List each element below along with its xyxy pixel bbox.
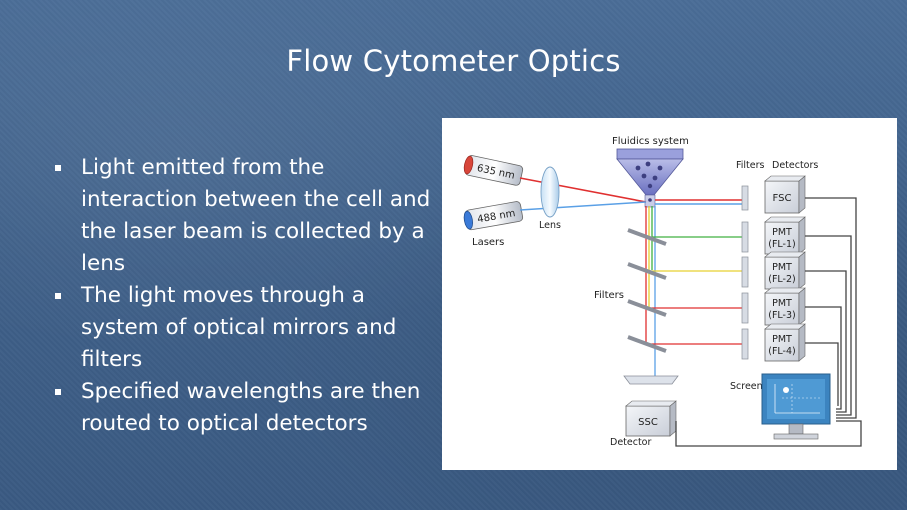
filter-icon (741, 185, 749, 211)
detector-fl4-sublabel: (FL-4) (768, 346, 795, 357)
bullet-square-icon (55, 389, 61, 395)
lens-label: Lens (539, 220, 561, 231)
detector-fl4: PMT (FL-4) (764, 323, 806, 362)
bullet-item: Light emitted from the interaction betwe… (53, 152, 443, 280)
filter-icon (741, 256, 749, 288)
detector-ssc: SSC (625, 400, 677, 437)
ssc-filter-icon (623, 375, 679, 385)
detector-fl3-label: PMT (772, 298, 792, 309)
filters-left-label: Filters (594, 290, 624, 301)
filters-top-label: Filters (736, 160, 765, 171)
optics-diagram-svg: Fluidics system Filters Detectors Lasers… (463, 136, 862, 448)
filter-icon (741, 328, 749, 360)
blue-laser-beam (519, 201, 647, 211)
slide-title: Flow Cytometer Optics (286, 44, 621, 78)
detector-label: Detector (610, 437, 651, 448)
bullet-text: Specified wavelengths are then routed to… (81, 379, 421, 436)
mirror-icon (627, 299, 667, 317)
dichroic-mirrors (627, 228, 667, 353)
bullet-list: Light emitted from the interaction betwe… (53, 152, 443, 440)
screen-label: Screen (730, 381, 763, 392)
detector-fl3: PMT (FL-3) (764, 287, 806, 326)
bullet-text: Light emitted from the interaction betwe… (81, 155, 431, 276)
detector-fl1-sublabel: (FL-1) (768, 239, 795, 250)
detector-ssc-label: SSC (638, 417, 658, 428)
detector-fsc: FSC (764, 175, 806, 214)
optics-diagram: Fluidics system Filters Detectors Lasers… (442, 118, 897, 470)
bullet-item: Specified wavelengths are then routed to… (53, 376, 443, 440)
laser-488-icon: 488 nm (463, 201, 524, 231)
lasers-label: Lasers (472, 237, 504, 248)
bullet-square-icon (55, 293, 61, 299)
signal-cables (675, 197, 862, 447)
bullet-text: The light moves through a system of opti… (81, 283, 397, 372)
mirror-icon (627, 228, 667, 246)
red-laser-beam (519, 177, 647, 203)
bullet-square-icon (55, 165, 61, 171)
detector-fl2-sublabel: (FL-2) (768, 274, 795, 285)
fluidics-funnel-icon (616, 148, 684, 208)
detector-fl1-label: PMT (772, 227, 792, 238)
bullet-item: The light moves through a system of opti… (53, 280, 443, 376)
mirror-icon (627, 335, 667, 353)
detector-fl4-label: PMT (772, 334, 792, 345)
detector-fl2: PMT (FL-2) (764, 251, 806, 290)
detector-fl1: PMT (FL-1) (764, 216, 806, 255)
detector-fl2-label: PMT (772, 262, 792, 273)
filter-icon (741, 221, 749, 253)
mirror-icon (627, 262, 667, 280)
fluidics-label: Fluidics system (612, 136, 689, 147)
filter-icon (741, 292, 749, 324)
lens-icon (540, 166, 560, 218)
monitor-icon (761, 373, 831, 440)
laser-635-icon: 635 nm (463, 155, 524, 186)
detector-filters (741, 185, 749, 360)
detector-fsc-label: FSC (773, 193, 792, 204)
detectors-label: Detectors (772, 160, 818, 171)
detector-fl3-sublabel: (FL-3) (768, 310, 795, 321)
